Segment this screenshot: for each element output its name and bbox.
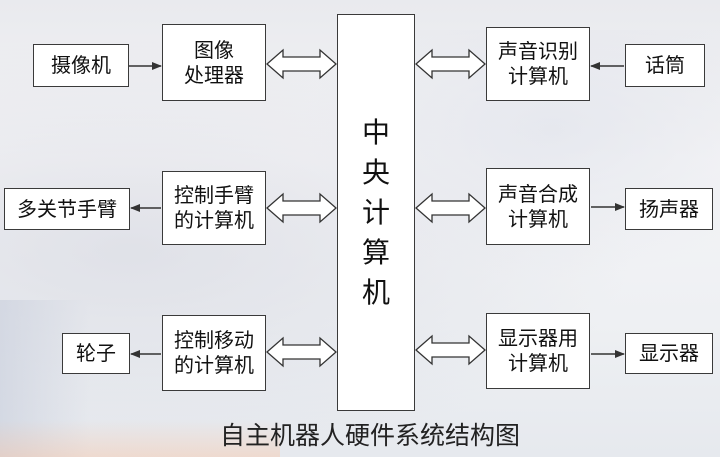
speech-synthesis-computer-box: 声音合成 计算机 <box>486 168 590 245</box>
display-computer-central-link <box>415 334 486 366</box>
movement-control-computer-box: 控制移动 的计算机 <box>162 315 266 391</box>
central-computer-box: 中 央 计 算 机 <box>337 14 415 411</box>
display-computer-box: 显示器用 计算机 <box>486 313 590 389</box>
arm-control-computer-box: 控制手臂 的计算机 <box>162 171 266 245</box>
microphone-box: 话筒 <box>625 44 705 87</box>
speech-recognition-computer-box: 声音识别 计算机 <box>486 27 590 101</box>
image-processor-box: 图像 处理器 <box>162 24 266 101</box>
multi-joint-arm-box: 多关节手臂 <box>4 188 130 230</box>
wheels-box: 轮子 <box>62 333 130 374</box>
recognition-central-link <box>415 48 486 80</box>
arm-computer-central-link <box>266 192 337 224</box>
speaker-box: 扬声器 <box>625 188 713 230</box>
diagram-caption: 自主机器人硬件系统结构图 <box>219 421 520 450</box>
image-processor-central-link <box>266 48 337 80</box>
movement-computer-central-link <box>266 336 337 368</box>
camera-box: 摄像机 <box>33 44 129 87</box>
synthesis-central-link <box>415 192 486 224</box>
display-box: 显示器 <box>625 333 713 374</box>
